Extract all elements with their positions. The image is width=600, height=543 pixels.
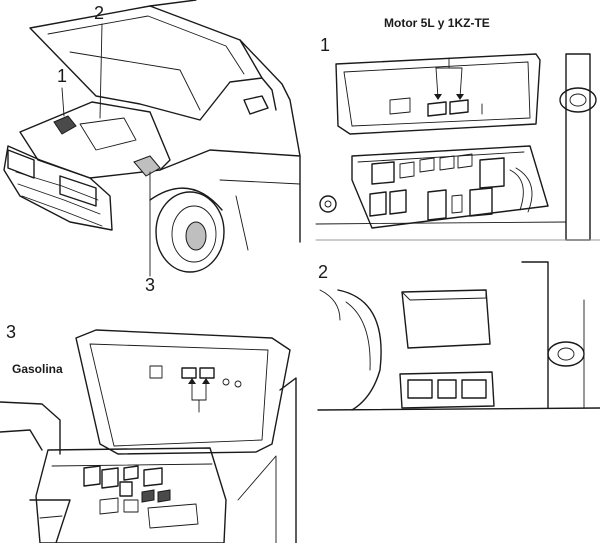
callout-2-label: 2 bbox=[94, 3, 105, 23]
panel-3-number: 3 bbox=[6, 322, 17, 342]
panel-3-fuse-box bbox=[0, 329, 297, 543]
panel-2-fuse-box bbox=[317, 261, 600, 411]
panel-1-title: Motor 5L y 1KZ-TE bbox=[384, 16, 490, 30]
panel-2-number: 2 bbox=[318, 262, 329, 282]
panel-1-number: 1 bbox=[320, 35, 331, 55]
callout-1-label: 1 bbox=[57, 66, 68, 86]
vehicle-illustration bbox=[3, 0, 301, 277]
callout-3-label: 3 bbox=[145, 275, 156, 295]
panel-1-fuse-box bbox=[315, 53, 597, 241]
panel-3-title: Gasolina bbox=[12, 362, 63, 376]
